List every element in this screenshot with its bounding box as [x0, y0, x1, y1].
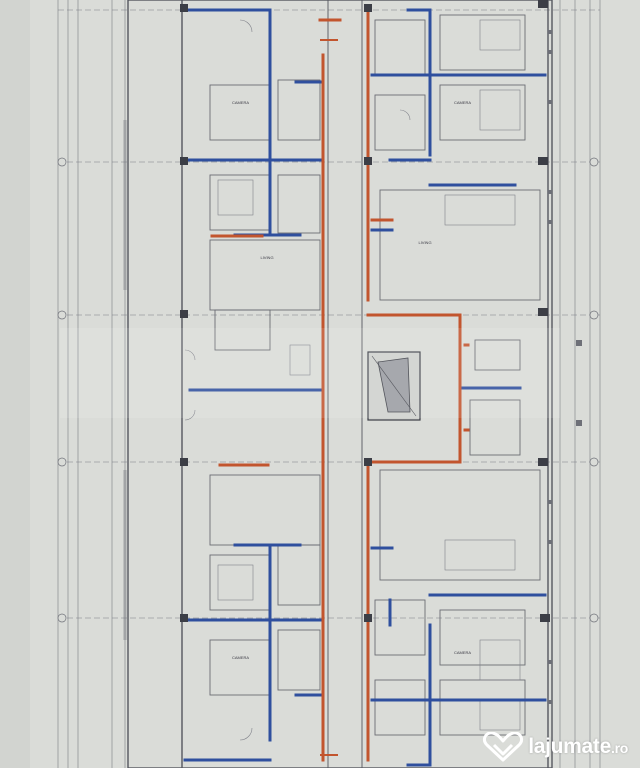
room-label-right-upper: CAMERA: [453, 100, 472, 105]
watermark-brand: lajumate.ro: [528, 735, 628, 758]
room-label-right-lower: CAMERA: [453, 650, 472, 655]
room-label-left-living: LIVING: [260, 255, 274, 260]
lajumate-watermark: lajumate.ro: [481, 732, 628, 762]
heart-chat-icon: [483, 732, 524, 762]
room-label-left-lower: CAMERA: [231, 655, 250, 660]
room-label-left-upper: CAMERA: [231, 100, 250, 105]
room-label-right-living: LIVING: [418, 240, 432, 245]
watermark-tld: .ro: [611, 740, 628, 756]
